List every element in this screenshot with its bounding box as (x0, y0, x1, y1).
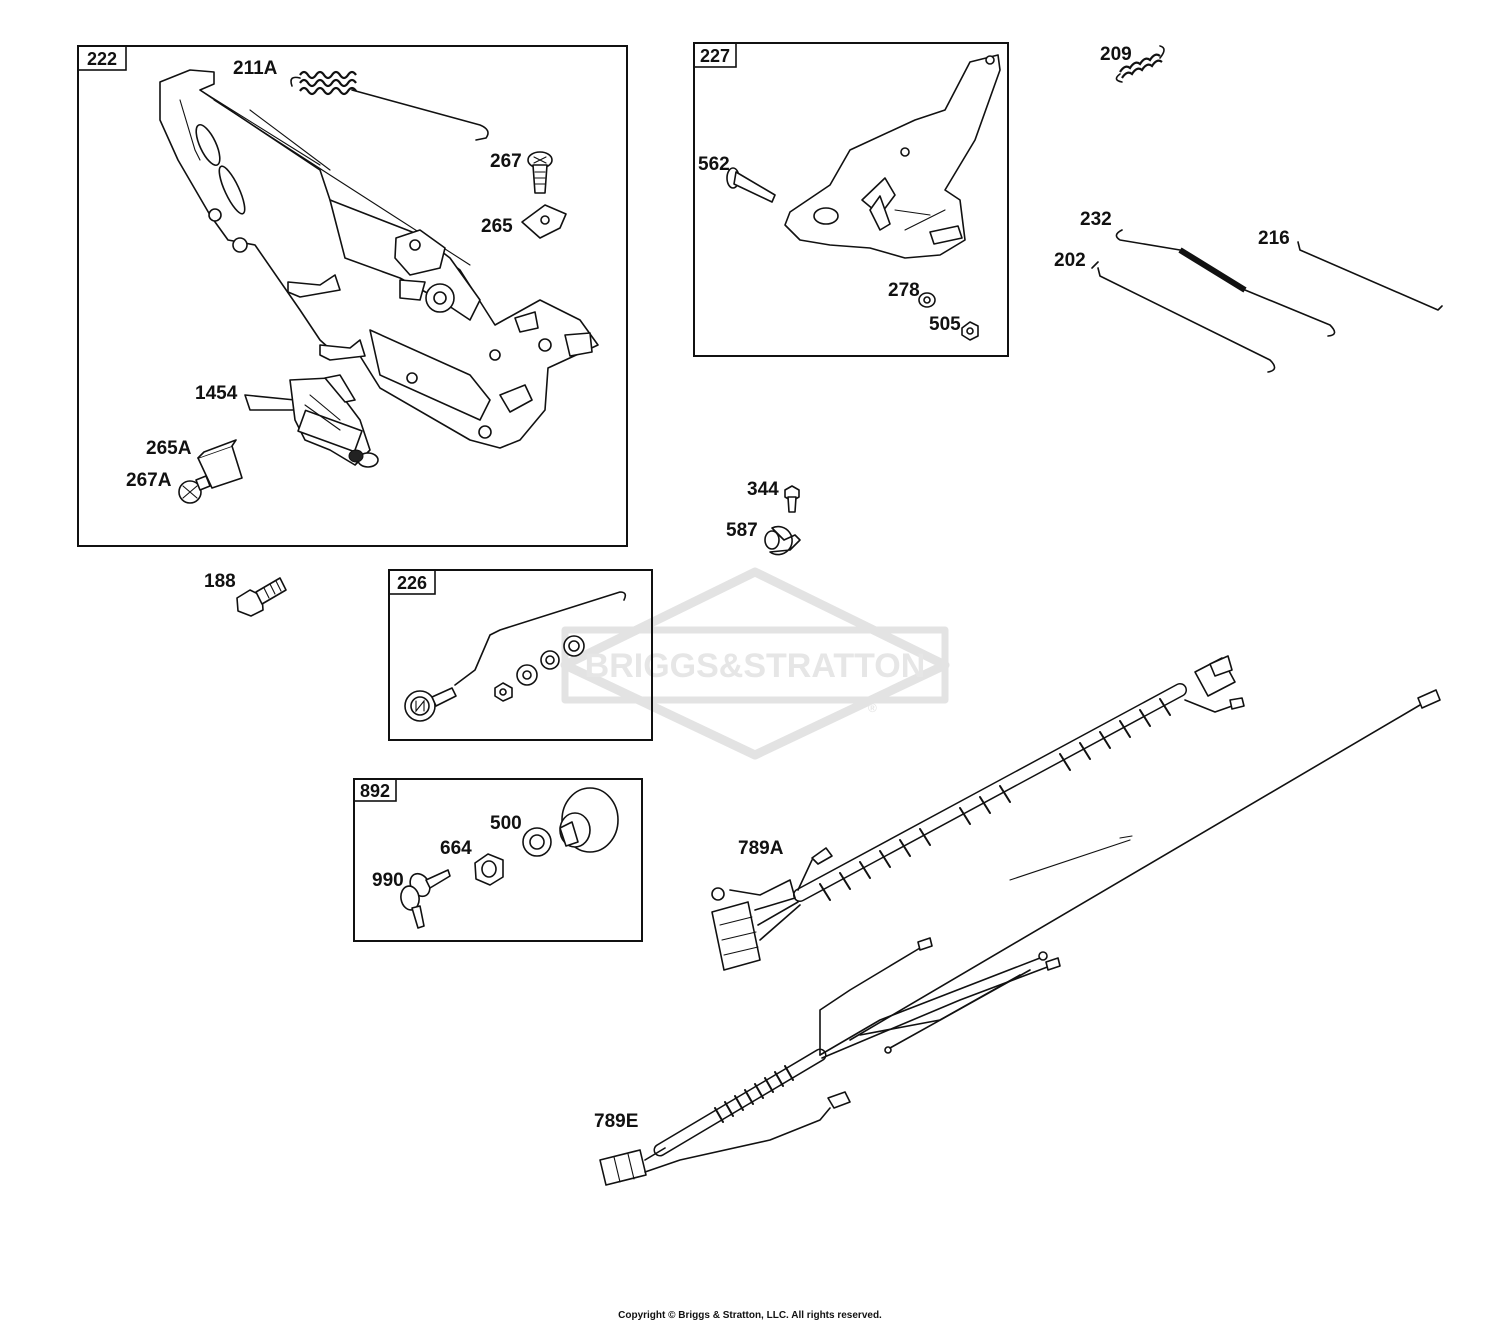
switch-1454[interactable] (244, 374, 379, 468)
briggs-stratton-watermark-logo: BRIGGS&STRATTON ® (560, 567, 950, 760)
assembly-box-226[interactable]: 226 (388, 569, 653, 741)
callout-278: 278 (888, 280, 920, 301)
box-label-892: 892 (360, 781, 390, 801)
bolt-562[interactable] (726, 167, 776, 203)
clamp-587[interactable] (764, 525, 801, 556)
clip-265A[interactable] (197, 439, 243, 489)
copyright-notice: Copyright © Briggs & Stratton, LLC. All … (618, 1310, 882, 1321)
box-label-222: 222 (87, 49, 117, 69)
lockwasher-500[interactable] (522, 827, 552, 857)
spring-211A[interactable] (290, 70, 489, 141)
callout-505: 505 (929, 314, 961, 335)
callout-216: 216 (1258, 228, 1290, 249)
callout-562: 562 (698, 154, 730, 175)
callout-211A: 211A (233, 58, 278, 79)
callout-789E: 789E (594, 1111, 638, 1132)
callout-202: 202 (1054, 250, 1086, 271)
wire-harness-789A[interactable] (711, 655, 1245, 971)
watermark-text: BRIGGS&STRATTON (585, 647, 926, 685)
choke-cable[interactable] (404, 591, 627, 722)
wire-harness-789E[interactable] (599, 689, 1441, 1186)
callout-265: 265 (481, 216, 513, 237)
spring-209[interactable] (1115, 45, 1165, 83)
callout-664: 664 (440, 838, 472, 859)
box-label-227: 227 (700, 46, 730, 66)
nut-664[interactable] (474, 853, 504, 886)
choke-lockwasher[interactable] (563, 635, 585, 657)
box-label-226: 226 (397, 573, 427, 593)
rod-232[interactable] (1115, 229, 1336, 337)
rod-202[interactable] (1091, 261, 1276, 373)
rod-216[interactable] (1297, 241, 1443, 311)
callout-500: 500 (490, 813, 522, 834)
callout-267A: 267A (126, 470, 172, 491)
control-bracket[interactable] (159, 69, 599, 449)
assembly-box-227[interactable]: 227 562 278 505 (693, 42, 1009, 357)
nut-505[interactable] (961, 321, 979, 341)
screw-344[interactable] (784, 485, 800, 513)
callout-232: 232 (1080, 209, 1112, 230)
callout-990: 990 (372, 870, 404, 891)
screw-267[interactable] (527, 151, 553, 194)
screw-267A[interactable] (178, 475, 211, 504)
callout-265A: 265A (146, 438, 192, 459)
callout-188: 188 (204, 571, 236, 592)
callout-267: 267 (490, 151, 522, 172)
callout-789A: 789A (738, 838, 784, 859)
assembly-box-892[interactable]: 892 500 664 990 (353, 778, 643, 942)
callout-587: 587 (726, 520, 758, 541)
callout-209: 209 (1100, 44, 1132, 65)
callout-1454: 1454 (195, 383, 238, 404)
choke-washer-toothed[interactable] (516, 664, 538, 686)
choke-washer[interactable] (540, 650, 560, 670)
keys-990[interactable] (399, 869, 451, 929)
assembly-box-222[interactable]: 222 (77, 45, 628, 547)
throttle-lever-plate[interactable] (784, 54, 1001, 259)
watermark-registered: ® (868, 701, 877, 715)
choke-nut[interactable] (494, 682, 513, 702)
callout-344: 344 (747, 479, 779, 500)
bolt-188[interactable] (236, 577, 287, 617)
washer-278[interactable] (918, 292, 936, 308)
clip-265[interactable] (521, 204, 567, 239)
ignition-switch-500[interactable] (559, 787, 619, 853)
